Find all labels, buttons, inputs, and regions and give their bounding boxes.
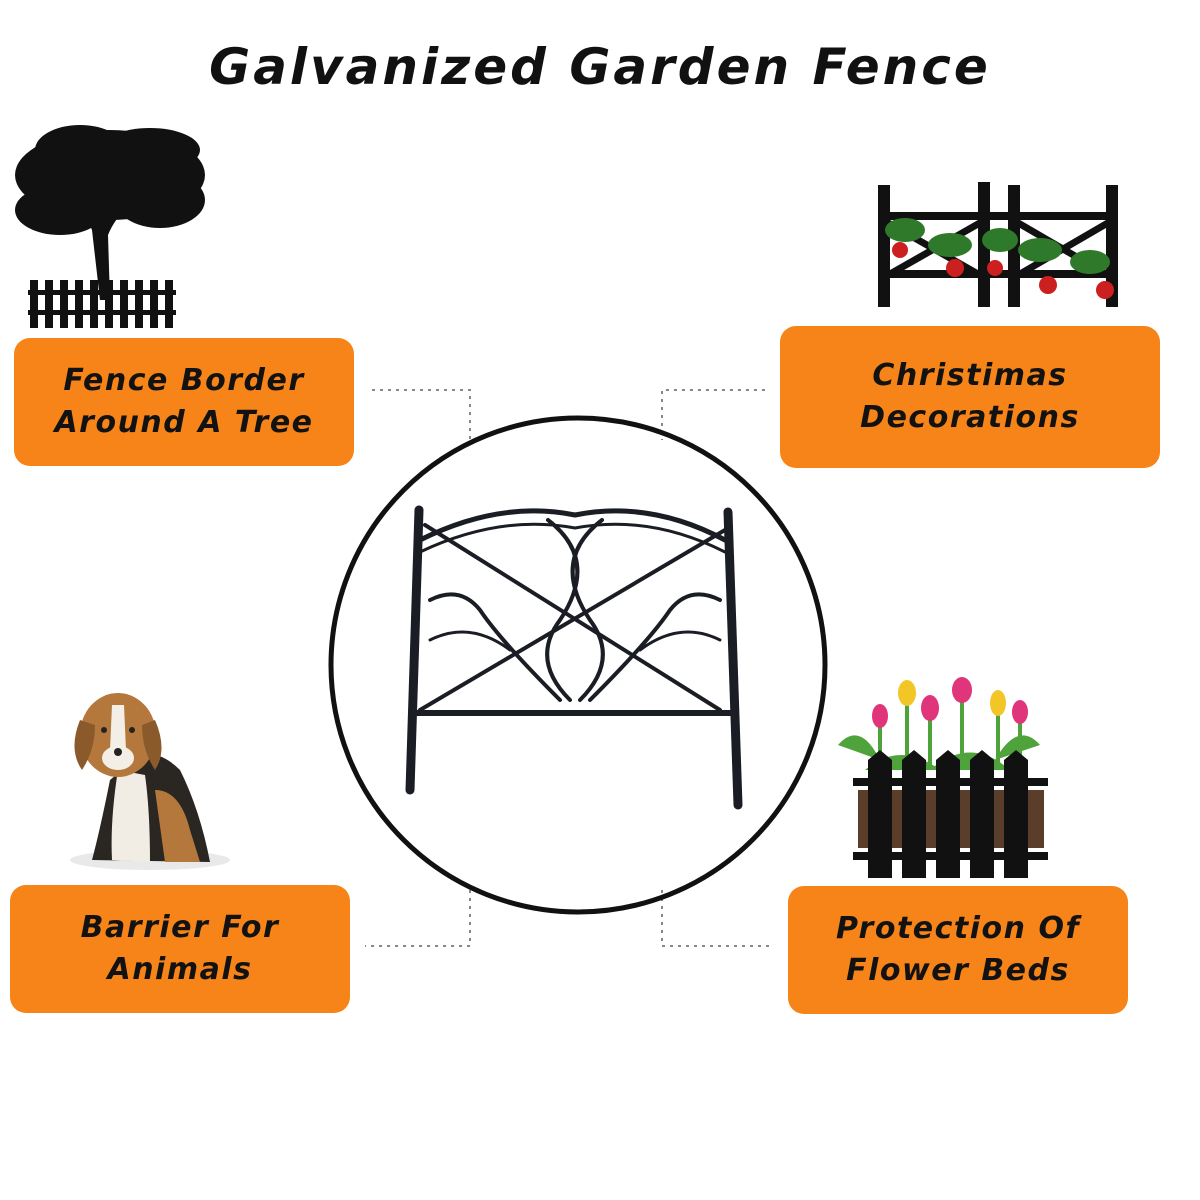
- use-card-line2: Decorations: [860, 400, 1080, 435]
- connector-tree: [372, 389, 471, 440]
- use-card-tree-border: Fence Border Around A Tree: [14, 338, 354, 466]
- use-card-line1: Christimas: [872, 358, 1068, 393]
- use-card-flower-beds: Protection Of Flower Beds: [788, 886, 1128, 1014]
- use-card-line2: Animals: [107, 952, 253, 987]
- page-title: Galvanized Garden Fence: [209, 38, 991, 96]
- connector-animals: [365, 890, 471, 947]
- connector-flowers: [661, 890, 770, 947]
- center-circle: [328, 415, 828, 915]
- use-card-line1: Barrier For: [80, 910, 280, 945]
- use-card-line2: Around A Tree: [54, 405, 314, 440]
- use-card-line1: Fence Border: [63, 363, 305, 398]
- use-card-line1: Protection Of: [835, 911, 1081, 946]
- use-card-christmas: Christimas Decorations: [780, 326, 1160, 468]
- connector-xmas: [661, 389, 765, 440]
- use-card-line2: Flower Beds: [846, 953, 1070, 988]
- use-card-animals: Barrier For Animals: [10, 885, 350, 1013]
